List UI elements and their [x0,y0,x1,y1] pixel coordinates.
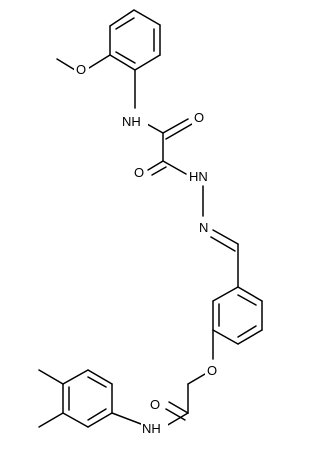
bond [87,376,107,388]
ether-o-background [205,362,220,378]
bond [109,54,136,71]
bond [133,9,161,26]
bond-layer [38,9,263,428]
bond [87,408,107,421]
methoxy-o-background [74,61,89,77]
bond [168,401,189,414]
amide-oxygen-label: O [150,397,160,412]
lower-carbonyl-o-background [132,164,147,180]
ether-oxygen-label: O [207,363,217,378]
hydrazine-nh-background [188,168,215,184]
bond [134,54,161,71]
bond [147,160,164,171]
bond [237,325,257,338]
upper-carbonyl-oxygen-label: O [194,110,204,125]
bond [165,412,189,427]
bond [56,58,76,71]
bond [62,412,89,428]
chemical-structure-diagram: O NH O O HN N O O NH [38,9,263,436]
bond [237,329,263,345]
lower-carbonyl-oxygen-label: O [134,165,144,180]
bond [87,412,113,428]
imine-n-background [197,219,211,235]
bond [111,412,142,425]
bond [212,286,239,302]
upper-carbonyl-o-background [192,109,207,125]
bond [212,329,239,345]
methoxy-oxygen-label: O [76,62,86,77]
bond [62,369,89,385]
imine-nitrogen-label: N [199,220,208,235]
bond [165,408,186,421]
bond [210,236,236,252]
amide-o-background [148,396,163,412]
hydrazine-nh-label: HN [189,169,208,184]
amide-nh-label: NH [142,421,161,436]
bond [115,51,136,64]
bond [162,160,187,175]
bond [237,286,263,302]
bond [187,373,206,385]
bond [151,166,167,176]
anilide-nh-background [121,113,148,129]
bond [38,412,64,428]
bond [88,54,111,69]
bond [109,9,135,27]
amide-nh-background [141,420,168,436]
bond [237,294,257,306]
anilide-nh-label: NH [122,114,141,129]
bond [162,118,189,134]
bond [38,369,64,385]
atom-label-layer: O NH O O HN N O O NH [74,61,220,436]
bond [212,229,239,245]
bond [87,369,113,385]
bond [165,123,193,140]
bond [115,17,135,30]
bond [146,123,164,134]
